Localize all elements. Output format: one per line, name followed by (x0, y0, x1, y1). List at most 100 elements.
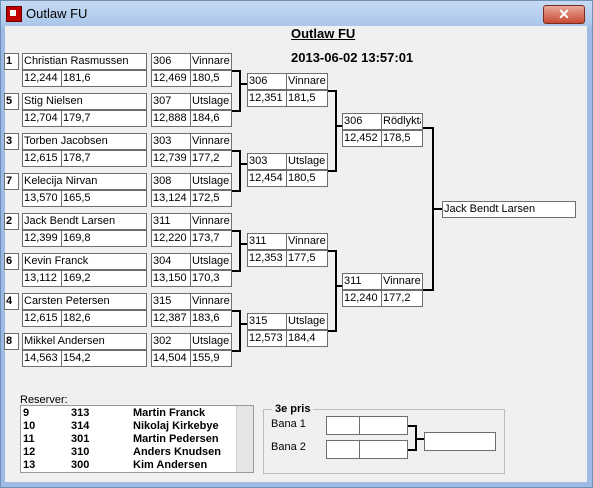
round1-result-bottom[interactable] (151, 230, 232, 247)
round2-result-bottom[interactable] (247, 170, 328, 187)
reserve-pos: 13 (23, 459, 36, 471)
seed-box (4, 253, 19, 270)
driver-stats-box[interactable] (22, 350, 147, 367)
round2-result-top[interactable] (247, 313, 328, 330)
driver-name-box[interactable] (22, 173, 147, 190)
round1-result-bottom[interactable] (151, 310, 232, 327)
driver-speed: 179,7 (63, 112, 91, 124)
driver-stats-box[interactable] (22, 310, 147, 327)
round1-result-top[interactable] (151, 293, 232, 310)
third-prize-result[interactable] (424, 432, 496, 451)
cell-divider (190, 93, 191, 127)
round1-result-bottom[interactable] (151, 70, 232, 87)
round1-result-top[interactable] (151, 133, 232, 150)
round3-result-status: Vinnare (383, 275, 421, 287)
round1-result-speed: 183,6 (192, 312, 220, 324)
round1-result-top[interactable] (151, 213, 232, 230)
bracket-line (232, 310, 240, 312)
round2-result-top[interactable] (247, 153, 328, 170)
round1-result-top[interactable] (151, 173, 232, 190)
driver-stats-box[interactable] (22, 270, 147, 287)
reserve-pos: 12 (23, 446, 36, 458)
round1-result-top[interactable] (151, 53, 232, 70)
round2-result-bottom[interactable] (247, 330, 328, 347)
driver-name-box[interactable] (22, 53, 147, 70)
bracket-line (239, 310, 241, 352)
round1-result-time: 13,150 (153, 272, 187, 284)
round1-result-speed: 170,3 (192, 272, 220, 284)
driver-stats-box[interactable] (22, 230, 147, 247)
lane2-label: Bana 2 (271, 441, 306, 453)
driver-stats-box[interactable] (22, 70, 147, 87)
round1-result-top[interactable] (151, 253, 232, 270)
seed-number: 3 (6, 135, 13, 147)
round1-result-bottom[interactable] (151, 190, 232, 207)
round2-result-num: 311 (249, 235, 267, 247)
round2-result-bottom[interactable] (247, 90, 328, 107)
reserve-num: 314 (71, 420, 90, 432)
cell-divider (190, 173, 191, 207)
driver-name-box[interactable] (22, 213, 147, 230)
round1-result-bottom[interactable] (151, 150, 232, 167)
lane2-field[interactable] (326, 440, 408, 459)
driver-name-box[interactable] (22, 133, 147, 150)
driver-name-box[interactable] (22, 93, 147, 110)
round1-result-bottom[interactable] (151, 110, 232, 127)
driver-stats-box[interactable] (22, 150, 147, 167)
round2-result-top[interactable] (247, 73, 328, 90)
round2-result-bottom[interactable] (247, 250, 328, 267)
round3-result-bottom[interactable] (342, 130, 423, 147)
round1-result-status: Utslagen (192, 255, 230, 267)
bracket-line (232, 350, 240, 352)
close-button[interactable]: ✕ (543, 5, 585, 24)
round3-result-num: 311 (344, 275, 362, 287)
reserve-pos: 10 (23, 420, 36, 432)
seed-number: 7 (6, 175, 13, 187)
cell-divider (61, 190, 62, 207)
driver-stats-box[interactable] (22, 110, 147, 127)
winner-box[interactable] (442, 201, 576, 218)
round3-result-top[interactable] (342, 273, 423, 290)
round2-result-time: 12,353 (249, 252, 283, 264)
cell-divider (61, 310, 62, 327)
round2-result-top[interactable] (247, 233, 328, 250)
round2-result-status: Utslagen (288, 315, 326, 327)
round2-result-num: 306 (249, 75, 268, 87)
round3-result-speed: 177,2 (383, 292, 411, 304)
datetime-label: 2013-06-02 13:57:01 (291, 50, 414, 65)
driver-name: Kevin Franck (24, 255, 89, 267)
round1-result-bottom[interactable] (151, 350, 232, 367)
round1-result-top[interactable] (151, 333, 232, 350)
round1-result-time: 12,739 (153, 152, 187, 164)
page-title: Outlaw FU (291, 26, 356, 41)
round1-result-status: Utslagen (192, 95, 230, 107)
cell-divider (190, 253, 191, 287)
round1-result-top[interactable] (151, 93, 232, 110)
round2-result-speed: 181,5 (288, 92, 316, 104)
round3-result-num: 306 (344, 115, 363, 127)
round2-result-speed: 180,5 (288, 172, 316, 184)
bracket-line (239, 230, 241, 272)
reserves-scrollbar[interactable] (236, 406, 253, 472)
title-bar[interactable]: Outlaw FU ✕ (1, 1, 592, 27)
round1-result-num: 311 (153, 215, 171, 227)
driver-time: 12,704 (24, 112, 58, 124)
round1-result-status: Utslagen (192, 175, 230, 187)
driver-name-box[interactable] (22, 333, 147, 350)
seed-number: 5 (6, 95, 13, 107)
round3-result-top[interactable] (342, 113, 423, 130)
driver-name-box[interactable] (22, 253, 147, 270)
round3-result-bottom[interactable] (342, 290, 423, 307)
round1-result-bottom[interactable] (151, 270, 232, 287)
round1-result-speed: 155,9 (192, 352, 220, 364)
cell-divider (190, 53, 191, 87)
lane1-field[interactable] (326, 416, 408, 435)
round1-result-num: 304 (153, 255, 172, 267)
driver-name-box[interactable] (22, 293, 147, 310)
driver-stats-box[interactable] (22, 190, 147, 207)
app-icon (6, 6, 22, 22)
bracket-line (240, 243, 247, 245)
window-title: Outlaw FU (26, 6, 88, 21)
bracket-line (240, 83, 247, 85)
